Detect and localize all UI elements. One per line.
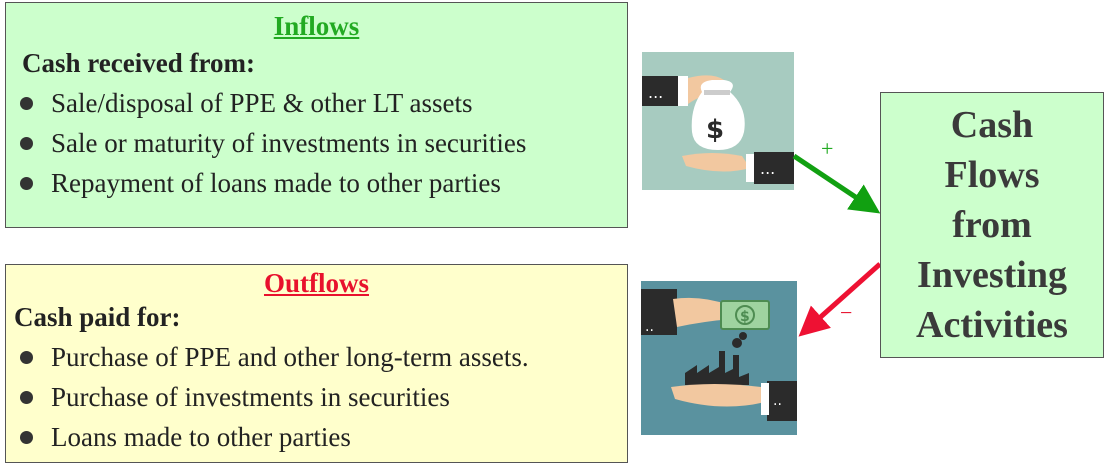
cash-flows-investing-box: Cash Flows from Investing Activities: [880, 92, 1104, 358]
bullet-icon: [20, 177, 33, 190]
minus-sign: −: [840, 300, 853, 325]
inflows-title: Inflows: [273, 11, 360, 41]
flow-arrows: [792, 153, 882, 337]
outflows-title: Outflows: [263, 268, 369, 298]
money-bag-handoff-icon: ... $ ...: [642, 52, 794, 190]
bullet-icon: [20, 351, 33, 364]
list-item-text: Sale or maturity of investments in secur…: [51, 128, 527, 158]
inflows-subheading: Cash received from:: [22, 48, 255, 78]
bullet-icon: [20, 137, 33, 150]
plus-sign: +: [821, 136, 834, 161]
list-item: Purchase of investments in securities: [6, 377, 627, 417]
list-item-text: Purchase of PPE and other long-term asse…: [51, 342, 529, 372]
inflow-arrow: [792, 153, 881, 214]
list-item: Sale or maturity of investments in secur…: [6, 123, 627, 163]
list-item: Loans made to other parties: [6, 417, 627, 457]
outflow-arrow: [798, 262, 882, 337]
list-item-text: Loans made to other parties: [51, 422, 351, 452]
cash-flows-title: Cash Flows from Investing Activities: [916, 104, 1068, 346]
svg-text:...: ...: [760, 159, 775, 178]
list-item: Purchase of PPE and other long-term asse…: [6, 337, 627, 377]
svg-text:..: ..: [645, 319, 654, 335]
inflows-list: Sale/disposal of PPE & other LT assets S…: [6, 83, 627, 203]
list-item: Sale/disposal of PPE & other LT assets: [6, 83, 627, 123]
list-item-text: Purchase of investments in securities: [51, 382, 450, 412]
bullet-icon: [20, 431, 33, 444]
bullet-icon: [20, 97, 33, 110]
inflows-box: Inflows Cash received from: Sale/disposa…: [5, 2, 628, 228]
outflows-subheading: Cash paid for:: [14, 302, 181, 332]
svg-text:...: ...: [648, 83, 663, 102]
list-item: Repayment of loans made to other parties: [6, 163, 627, 203]
list-item-text: Repayment of loans made to other parties: [51, 168, 501, 198]
bullet-icon: [20, 391, 33, 404]
outflows-box: Outflows Cash paid for: Purchase of PPE …: [5, 264, 628, 463]
svg-text:..: ..: [773, 393, 782, 409]
outflows-list: Purchase of PPE and other long-term asse…: [6, 337, 627, 457]
list-item-text: Sale/disposal of PPE & other LT assets: [51, 88, 473, 118]
svg-text:$: $: [706, 115, 724, 145]
cash-for-factory-icon: .. $ ..: [641, 281, 797, 435]
svg-text:$: $: [740, 309, 750, 325]
